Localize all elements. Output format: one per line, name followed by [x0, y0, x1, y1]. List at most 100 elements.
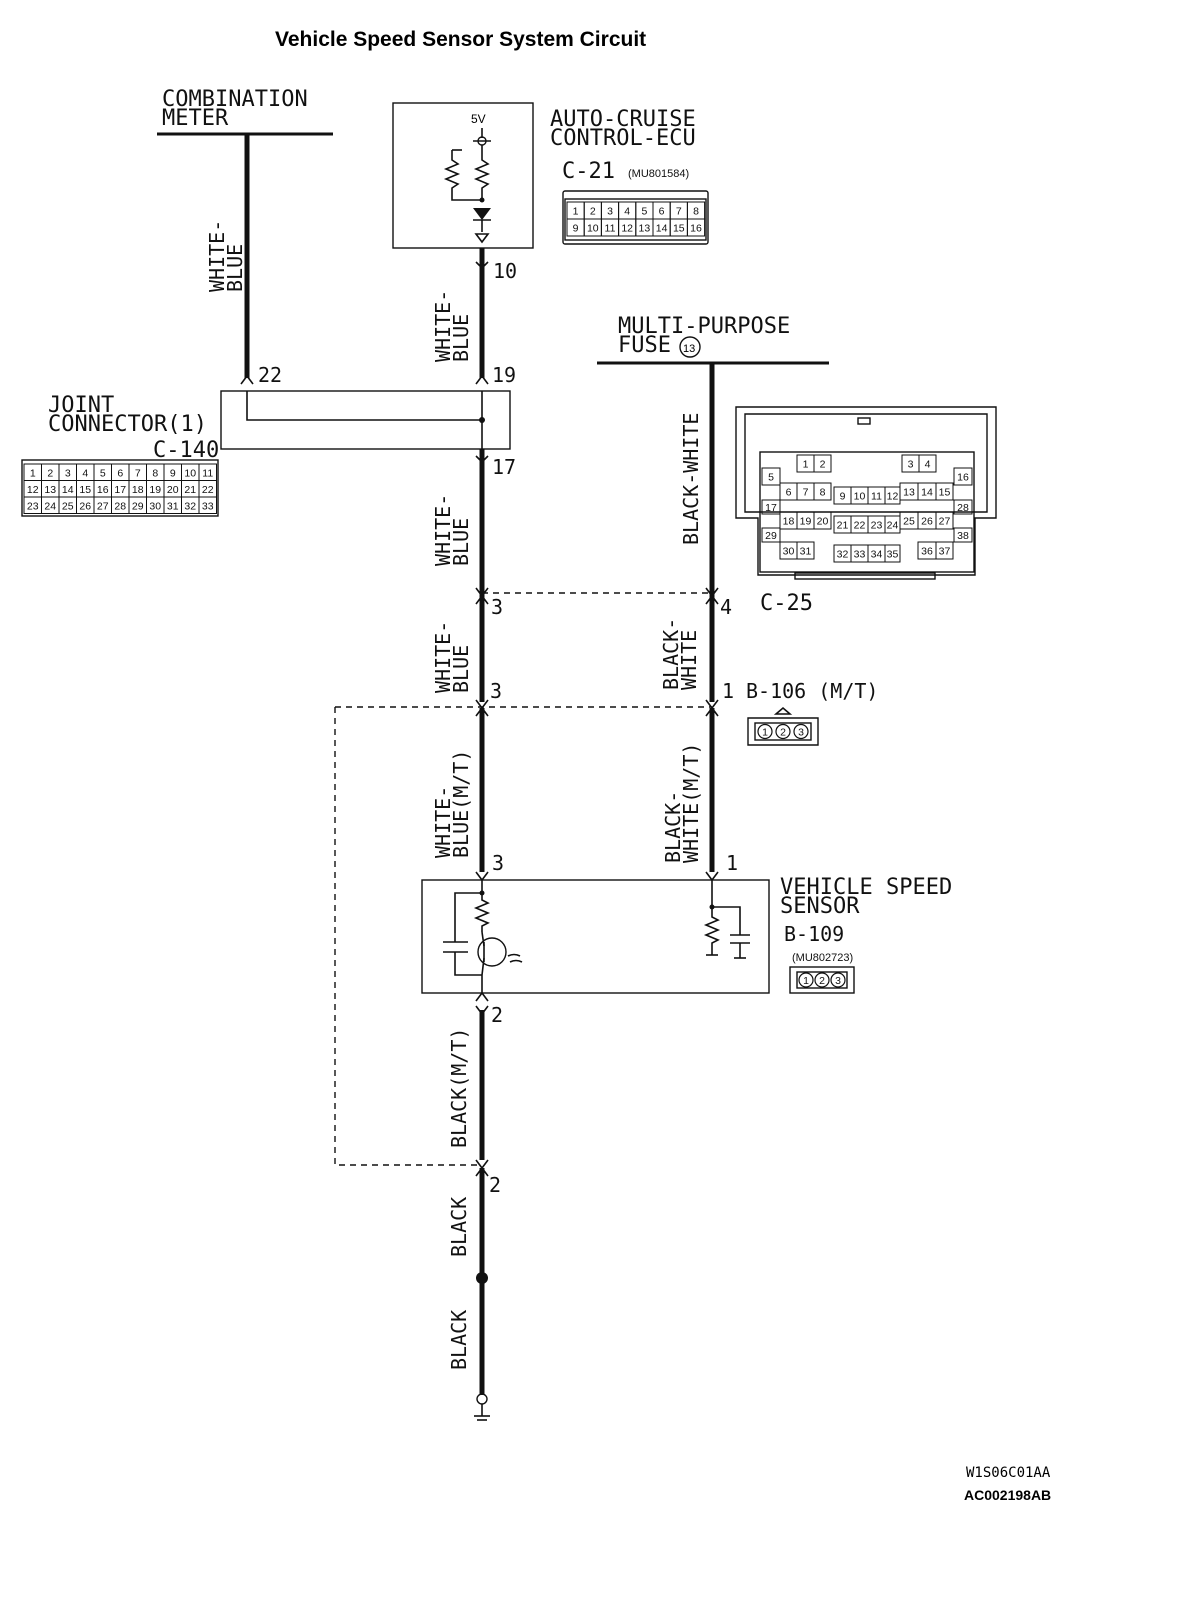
pin-jc-22: 22: [258, 363, 282, 387]
c21-pin-5: 5: [641, 206, 647, 218]
c25-pin-24: 24: [887, 520, 899, 532]
c21-pin-3: 3: [607, 206, 613, 218]
wire-label-meter: WHITE- BLUE: [205, 220, 247, 292]
c21-pin-10: 10: [587, 223, 599, 235]
svg-text:BLACK-WHITE: BLACK-WHITE: [679, 413, 703, 545]
c25-pin-18: 18: [783, 516, 795, 528]
svg-text:WHITE-: WHITE-: [431, 290, 455, 362]
c140-pin-18: 18: [132, 484, 144, 496]
c25-pin-27: 27: [939, 516, 951, 528]
c21-pin-4: 4: [624, 206, 630, 218]
wire-label-sensor-sig: WHITE- BLUE(M/T): [431, 750, 473, 858]
c25-pin-13: 13: [903, 487, 915, 499]
b106-pin-2: 2: [780, 727, 786, 739]
c25-cell-15: [935, 482, 954, 501]
svg-text:BLACK-: BLACK-: [659, 618, 683, 690]
pin-ground-conn-2: 2: [489, 1173, 501, 1197]
c140-pin-32: 32: [184, 500, 196, 512]
c25-pin-12: 12: [887, 491, 899, 503]
c25-pin-35: 35: [887, 549, 899, 561]
vehicle-speed-sensor: VEHICLE SPEED SENSOR B-109 (MU802723): [421, 875, 952, 994]
wire-label-fuse-mid: BLACK- WHITE: [659, 618, 701, 690]
c21-pin-12: 12: [621, 223, 633, 235]
c25-pin-36: 36: [921, 546, 933, 558]
svg-text:WHITE-: WHITE-: [431, 494, 455, 566]
sensor-label-1: VEHICLE SPEED: [780, 875, 952, 900]
fuse-number: 13: [683, 343, 695, 355]
wire-label-ground-3: BLACK: [447, 1310, 471, 1370]
c25-pin-38: 38: [957, 530, 969, 542]
b106-pin-circle-2: [775, 723, 791, 740]
b106-pin-circle-3: [793, 723, 809, 740]
c140-pin-30: 30: [149, 500, 161, 512]
c21-pin-13: 13: [639, 223, 651, 235]
c25-pin-11: 11: [871, 491, 882, 503]
c21-pin-7: 7: [676, 206, 682, 218]
pin-ecu-10: 10: [493, 259, 517, 283]
c25-pin-4: 4: [925, 459, 931, 471]
c140-pin-24: 24: [44, 500, 56, 512]
joint-connector: JOINT CONNECTOR(1) C-140: [48, 390, 511, 463]
ecu-label-2: CONTROL-ECU: [550, 126, 696, 151]
pin-right-1: 1: [722, 679, 734, 703]
b109-pin-1: 1: [803, 975, 809, 987]
c140-pin-19: 19: [149, 484, 161, 496]
c140-pin-5: 5: [100, 467, 106, 479]
fuse-label-2: FUSE: [618, 333, 671, 358]
pin-sensor-3: 3: [492, 851, 504, 875]
ecu-part-no: (MU801584): [628, 168, 689, 180]
wire-label-jc-out: WHITE- BLUE: [431, 494, 473, 566]
c140-pin-23: 23: [27, 500, 39, 512]
c25-label: C-25: [760, 591, 813, 616]
c25-cell-16: [953, 467, 973, 486]
c25-pin-16: 16: [957, 472, 969, 484]
c140-pin-15: 15: [79, 484, 91, 496]
c140-pin-28: 28: [114, 500, 126, 512]
svg-text:5V: 5V: [471, 112, 486, 126]
c140-pin-11: 11: [202, 467, 213, 479]
c21-pin-6: 6: [659, 206, 665, 218]
c25-cell-4: [918, 454, 937, 473]
c25-pin-33: 33: [854, 549, 866, 561]
c25-pin-22: 22: [854, 520, 866, 532]
c25-cell-8: [813, 482, 832, 501]
c140-pin-13: 13: [44, 484, 56, 496]
c25-pin-8: 8: [820, 487, 826, 499]
c21-pin-1: 1: [573, 206, 579, 218]
svg-text:BLUE: BLUE: [449, 314, 473, 362]
combination-meter: COMBINATION METER: [157, 87, 333, 136]
c21-pin-14: 14: [656, 223, 668, 235]
c25-pin-25: 25: [903, 516, 915, 528]
svg-text:WHITE-: WHITE-: [205, 220, 229, 292]
c25-pin-29: 29: [765, 530, 777, 542]
pin-sensor-2: 2: [491, 1003, 503, 1027]
c25-pin-37: 37: [939, 546, 951, 558]
c25-pin-32: 32: [837, 549, 849, 561]
pin-sensor-1: 1: [726, 851, 738, 875]
c25-pin-7: 7: [803, 487, 809, 499]
jc-label-2: CONNECTOR(1): [48, 412, 207, 437]
c21-pin-11: 11: [605, 223, 616, 235]
c140-pin-8: 8: [152, 467, 158, 479]
fuse-label-1: MULTI-PURPOSE: [618, 314, 790, 339]
svg-text:BLUE(M/T): BLUE(M/T): [449, 750, 473, 858]
c21-pin-16: 16: [690, 223, 702, 235]
svg-text:BLACK(M/T): BLACK(M/T): [447, 1028, 471, 1148]
svg-text:WHITE-: WHITE-: [431, 786, 455, 858]
c140-pin-31: 31: [167, 500, 179, 512]
c25-pin-20: 20: [817, 516, 829, 528]
svg-text:BLACK: BLACK: [447, 1197, 471, 1257]
c140-pin-29: 29: [132, 500, 144, 512]
c25-pin-3: 3: [908, 459, 914, 471]
c25-cell-17: [761, 499, 781, 515]
c140-pin-27: 27: [97, 500, 109, 512]
c140-pin-22: 22: [202, 484, 214, 496]
svg-text:BLACK-: BLACK-: [661, 791, 685, 863]
b109-pin-circle-1: [798, 972, 814, 988]
c25-pin-28: 28: [957, 502, 969, 514]
auto-cruise-ecu: 5V AUTO-CRUISE CONTROL-ECU C-21 (MU80158…: [392, 102, 696, 249]
